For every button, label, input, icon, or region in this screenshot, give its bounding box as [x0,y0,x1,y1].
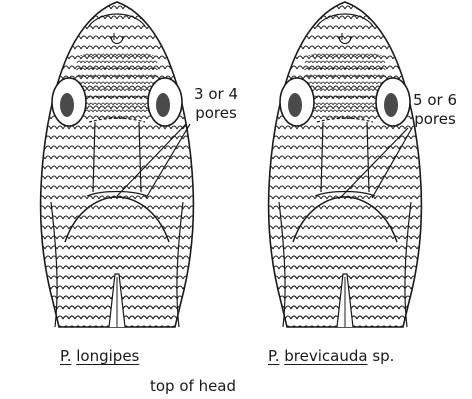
epithet-right: brevicauda [284,347,367,365]
head-drawing-left [41,2,194,327]
pores-annotation-right: 5 or 6 pores [404,91,466,129]
species-label-left: P. longipes [60,348,139,365]
head-drawing-right [269,2,422,327]
figure-caption: top of head [150,378,236,395]
figure [0,0,472,340]
epithet-left: longipes [76,347,139,365]
pores-count-right: 5 or 6 [404,91,466,110]
genus-right: P. [268,347,279,365]
sp-suffix-right: sp. [372,347,394,365]
pores-count-left: 3 or 4 [186,85,246,104]
pores-word-right: pores [404,110,466,129]
pores-word-left: pores [186,104,246,123]
pores-annotation-left: 3 or 4 pores [186,85,246,123]
species-label-right: P. brevicauda sp. [268,348,394,365]
genus-left: P. [60,347,71,365]
